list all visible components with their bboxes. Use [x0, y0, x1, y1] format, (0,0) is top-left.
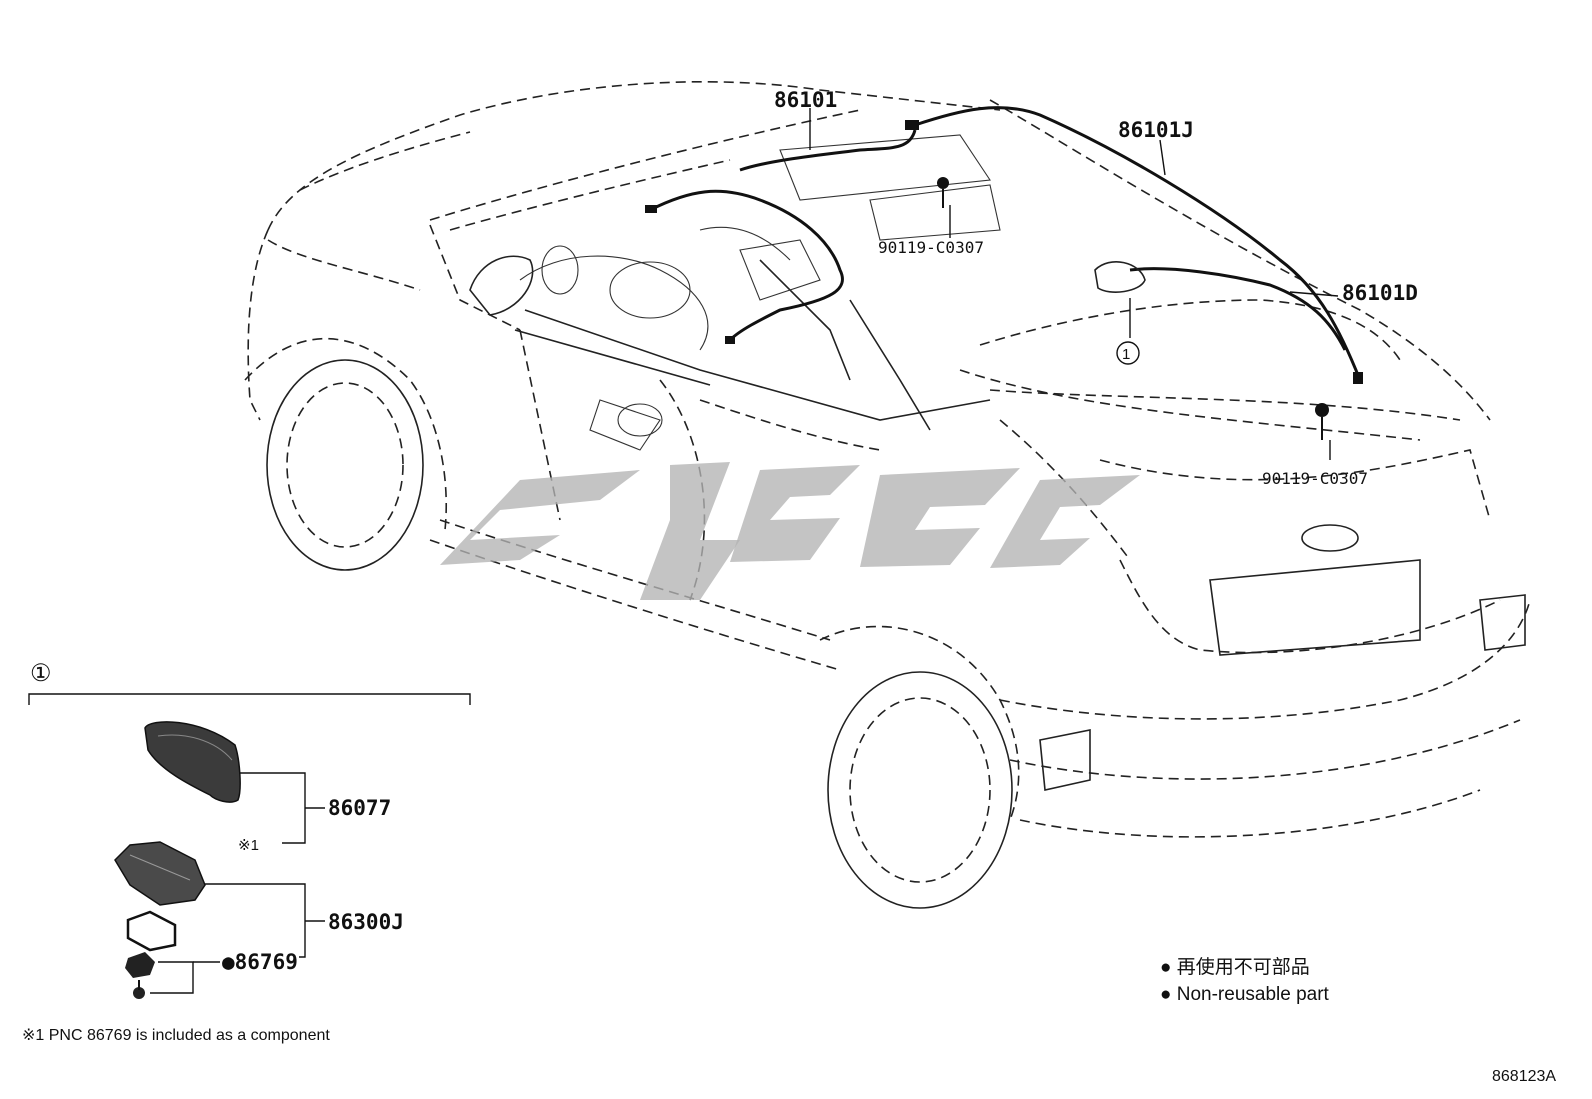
diagram-id: 868123A	[1492, 1068, 1556, 1085]
connector-icon	[645, 205, 657, 213]
cable-86101j	[914, 106, 1362, 381]
detail-block: ① 86077 86300J ●86769 ※1	[28, 660, 471, 999]
legend-english: ● Non-reusable part	[1160, 984, 1330, 1005]
part-label-86101d: 86101D	[1342, 281, 1418, 305]
connector-icon	[905, 120, 919, 130]
bolt-icon	[937, 177, 949, 208]
callout-circle-icon	[1116, 341, 1140, 365]
cable-86101-branch	[649, 189, 844, 342]
nut-icon	[125, 952, 155, 978]
part-label-86300j: 86300J	[328, 910, 404, 934]
bolt-icon	[1315, 403, 1329, 440]
cable-86101	[739, 129, 917, 172]
component-note: ※1 PNC 86769 is included as a component	[22, 1027, 330, 1044]
leader-lines	[809, 108, 1339, 460]
gasket-icon	[126, 910, 177, 952]
ref-mark: ※1	[238, 837, 259, 854]
legend-japanese: ● 再使用不可部品	[1160, 956, 1310, 978]
shark-fin-antenna-cover-icon	[144, 721, 241, 803]
part-label-86077: 86077	[328, 796, 391, 820]
part-label-86101: 86101	[774, 88, 837, 112]
connector-icon	[725, 336, 735, 344]
part-label-bolt-lower: 90119-C0307	[1262, 469, 1368, 488]
callout-number-on-body: 1	[1122, 346, 1130, 363]
part-label-bolt-upper: 90119-C0307	[878, 238, 984, 257]
screw-icon	[133, 980, 145, 999]
detail-callout: ①	[30, 660, 52, 687]
roof-antenna-mount-icon	[1094, 261, 1146, 293]
cable-86101d	[1129, 267, 1347, 351]
part-label-86101j: 86101J	[1118, 118, 1194, 142]
part-label-86769: ●86769	[222, 950, 298, 974]
vehicle-outline	[244, 80, 1531, 909]
antenna-cables	[645, 106, 1363, 440]
connector-icon	[1353, 372, 1363, 384]
watermark-logo	[440, 462, 1140, 600]
antenna-assembly-icon	[114, 841, 206, 906]
